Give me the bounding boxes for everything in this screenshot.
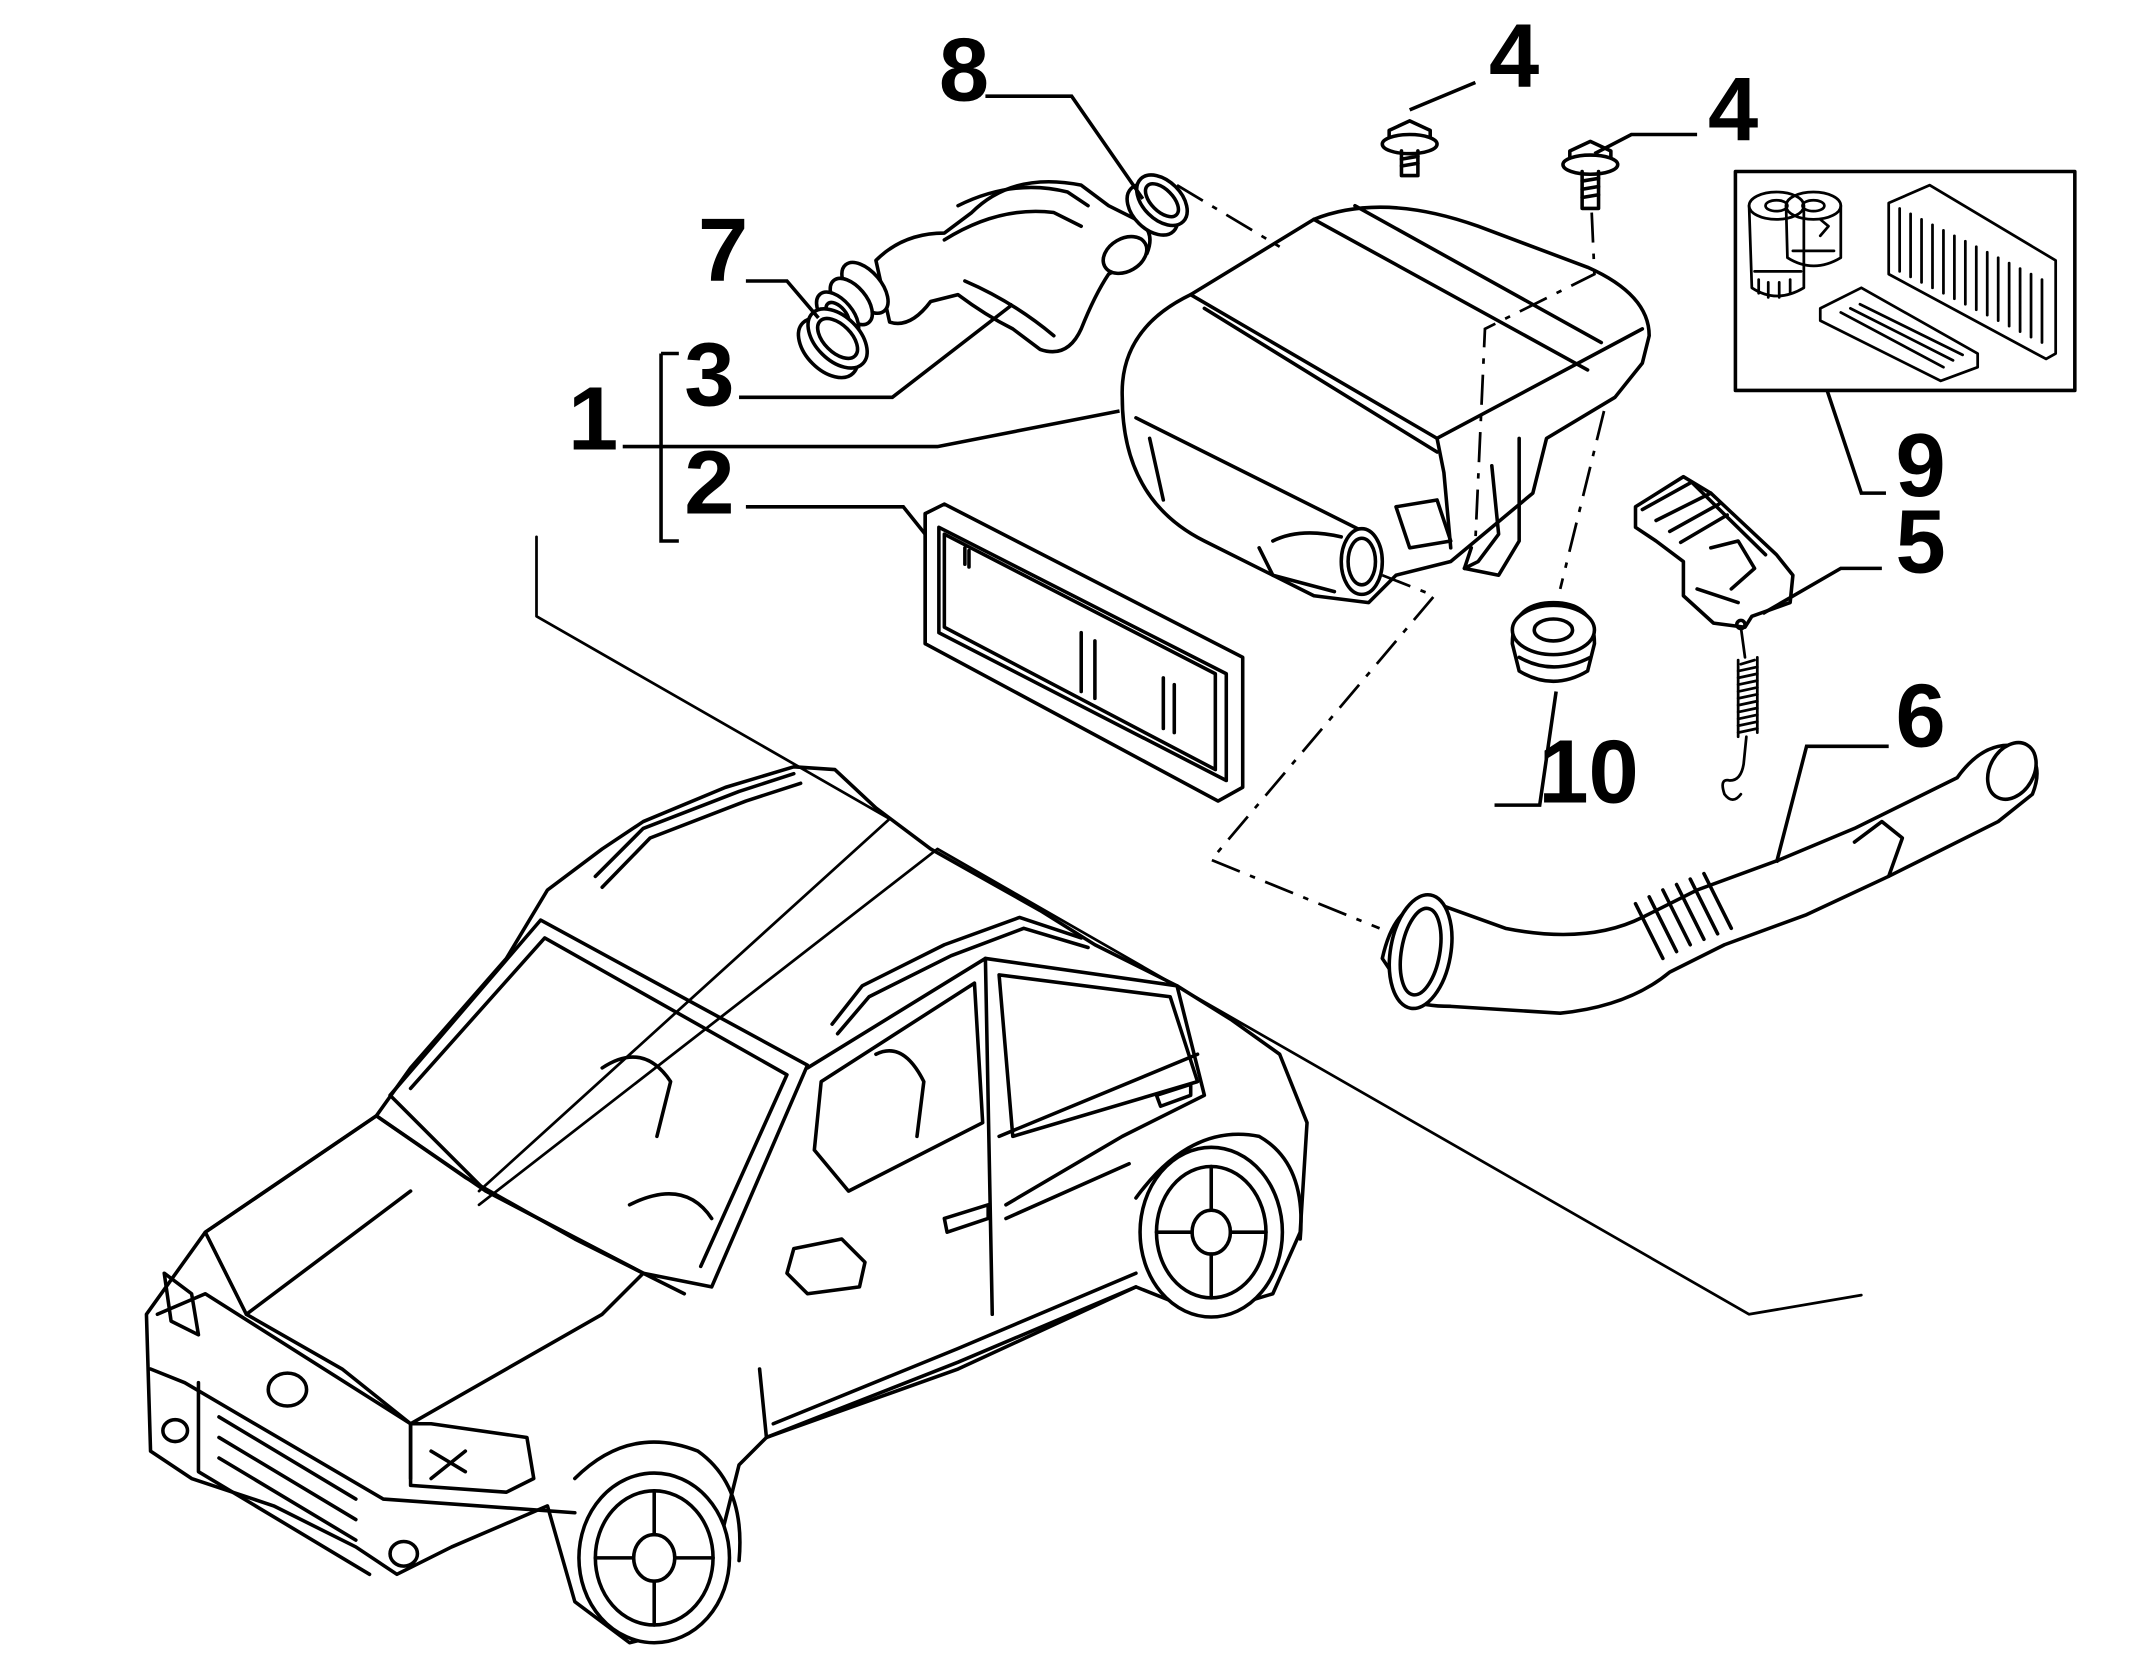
retaining-clip (1633, 474, 1795, 802)
projection-lines (477, 535, 1863, 1316)
rubber-grommet (1510, 600, 1597, 683)
callout-10: 10 (1538, 721, 1638, 822)
callout-3: 3 (684, 325, 734, 426)
air-filter-housing (1120, 203, 1651, 605)
leader-lines (622, 80, 1889, 864)
intake-duct (1380, 740, 2039, 1015)
callout-2: 2 (684, 433, 734, 534)
breather-hose (814, 179, 1152, 354)
callout-4b: 4 (1708, 59, 1758, 160)
callout-7: 7 (698, 200, 748, 301)
callout-8: 8 (939, 19, 989, 120)
service-kit (1733, 169, 2077, 393)
filter-element (923, 502, 1245, 803)
bolt-4a (1380, 119, 1439, 178)
callout-5: 5 (1896, 491, 1946, 592)
assembly-dashed-lines (1176, 183, 1606, 930)
callout-4a: 4 (1489, 6, 1539, 107)
callout-6: 6 (1896, 665, 1946, 766)
car-illustration (144, 765, 1309, 1645)
bolt-4b (1561, 139, 1620, 211)
callouts: 8 7 3 1 2 4 4 9 5 6 10 (568, 6, 1946, 823)
callout-1: 1 (568, 368, 618, 469)
callout-9: 9 (1896, 415, 1946, 516)
hose-clamp-7 (796, 307, 869, 380)
